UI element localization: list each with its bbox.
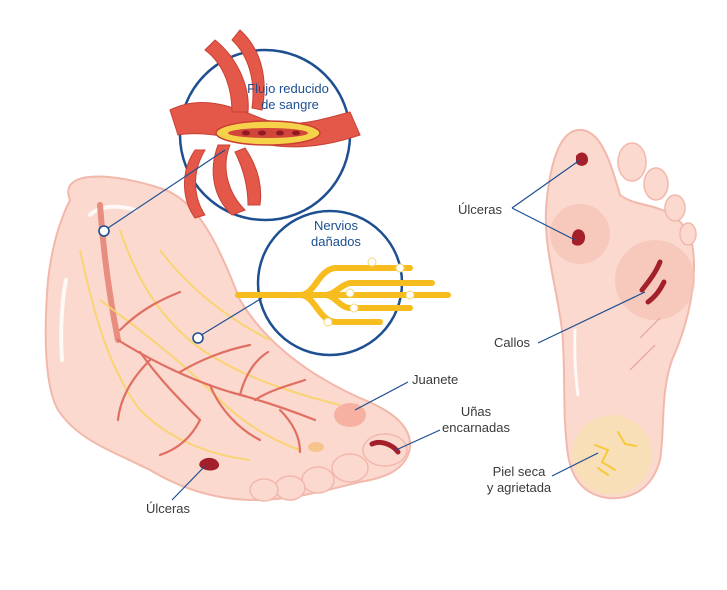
side-toe-1 — [362, 433, 408, 467]
sole-pressure-zone-heel — [572, 415, 652, 495]
dry-skin-label-2: y agrietada — [487, 480, 552, 495]
sole-foot — [544, 128, 697, 500]
side-foot-highlight-2 — [88, 204, 137, 217]
leader-sole-ulcer-1 — [511, 159, 581, 209]
calluses-label: Callos — [494, 335, 531, 350]
side-toe-3 — [301, 466, 335, 494]
nerve-inset: Nervios dañados — [235, 209, 451, 357]
nerves-label-2: dañados — [311, 234, 361, 249]
ingrown-label-1: Uñas — [461, 404, 492, 419]
side-foot-highlight — [59, 278, 68, 362]
sole-highlight — [573, 328, 580, 397]
blister-mark — [308, 442, 324, 452]
blood-flow-label-2: de sangre — [261, 97, 319, 112]
leader-nerves-dot — [192, 332, 204, 344]
artery-inset: Flujo reducido de sangre — [169, 29, 361, 222]
sole-arch-line-2 — [629, 344, 656, 371]
leader-dry-skin — [551, 452, 599, 477]
sole-ulcer-toe — [576, 152, 588, 166]
leader-blood-flow — [104, 149, 226, 231]
sole-toe-2 — [643, 167, 669, 201]
sole-pressure-zone-side — [615, 240, 695, 320]
sole-arch-line — [639, 317, 661, 339]
sole-toe-1 — [617, 142, 647, 182]
sole-ulcer-ball — [572, 229, 586, 246]
side-toe-5 — [249, 478, 279, 502]
sole-calluses — [639, 259, 667, 305]
leader-sole-ulcer-2 — [511, 207, 576, 241]
leader-ingrown — [395, 429, 441, 451]
blood-flow-label-1: Flujo reducido — [247, 81, 329, 96]
dry-skin-label-1: Piel seca — [493, 464, 547, 479]
leader-blood-flow-dot — [98, 225, 110, 237]
sole-ulcer-label: Úlceras — [458, 202, 503, 217]
blood-cells — [242, 130, 300, 136]
ingrown-label-2: encarnadas — [442, 420, 510, 435]
side-foot-body — [44, 175, 412, 502]
ankle-vein — [97, 202, 121, 343]
leader-bunion — [354, 381, 409, 411]
sole-toe-4 — [679, 222, 697, 246]
side-toe-2 — [331, 453, 369, 483]
nerves-label-1: Nervios — [314, 218, 359, 233]
side-foot-veins — [116, 290, 317, 457]
side-foot — [44, 175, 412, 502]
bunion-label: Juanete — [412, 372, 458, 387]
leader-side-ulcer — [171, 465, 206, 501]
nerve-damage-dots — [323, 257, 415, 327]
sole-dry-cracks — [594, 431, 637, 476]
side-ulcer-label: Úlceras — [146, 501, 191, 516]
sole-toe-3 — [664, 194, 686, 222]
leader-calluses — [537, 291, 646, 344]
side-toe-4 — [274, 475, 306, 501]
artery-lumen — [228, 128, 308, 138]
leader-nerves — [197, 297, 263, 338]
